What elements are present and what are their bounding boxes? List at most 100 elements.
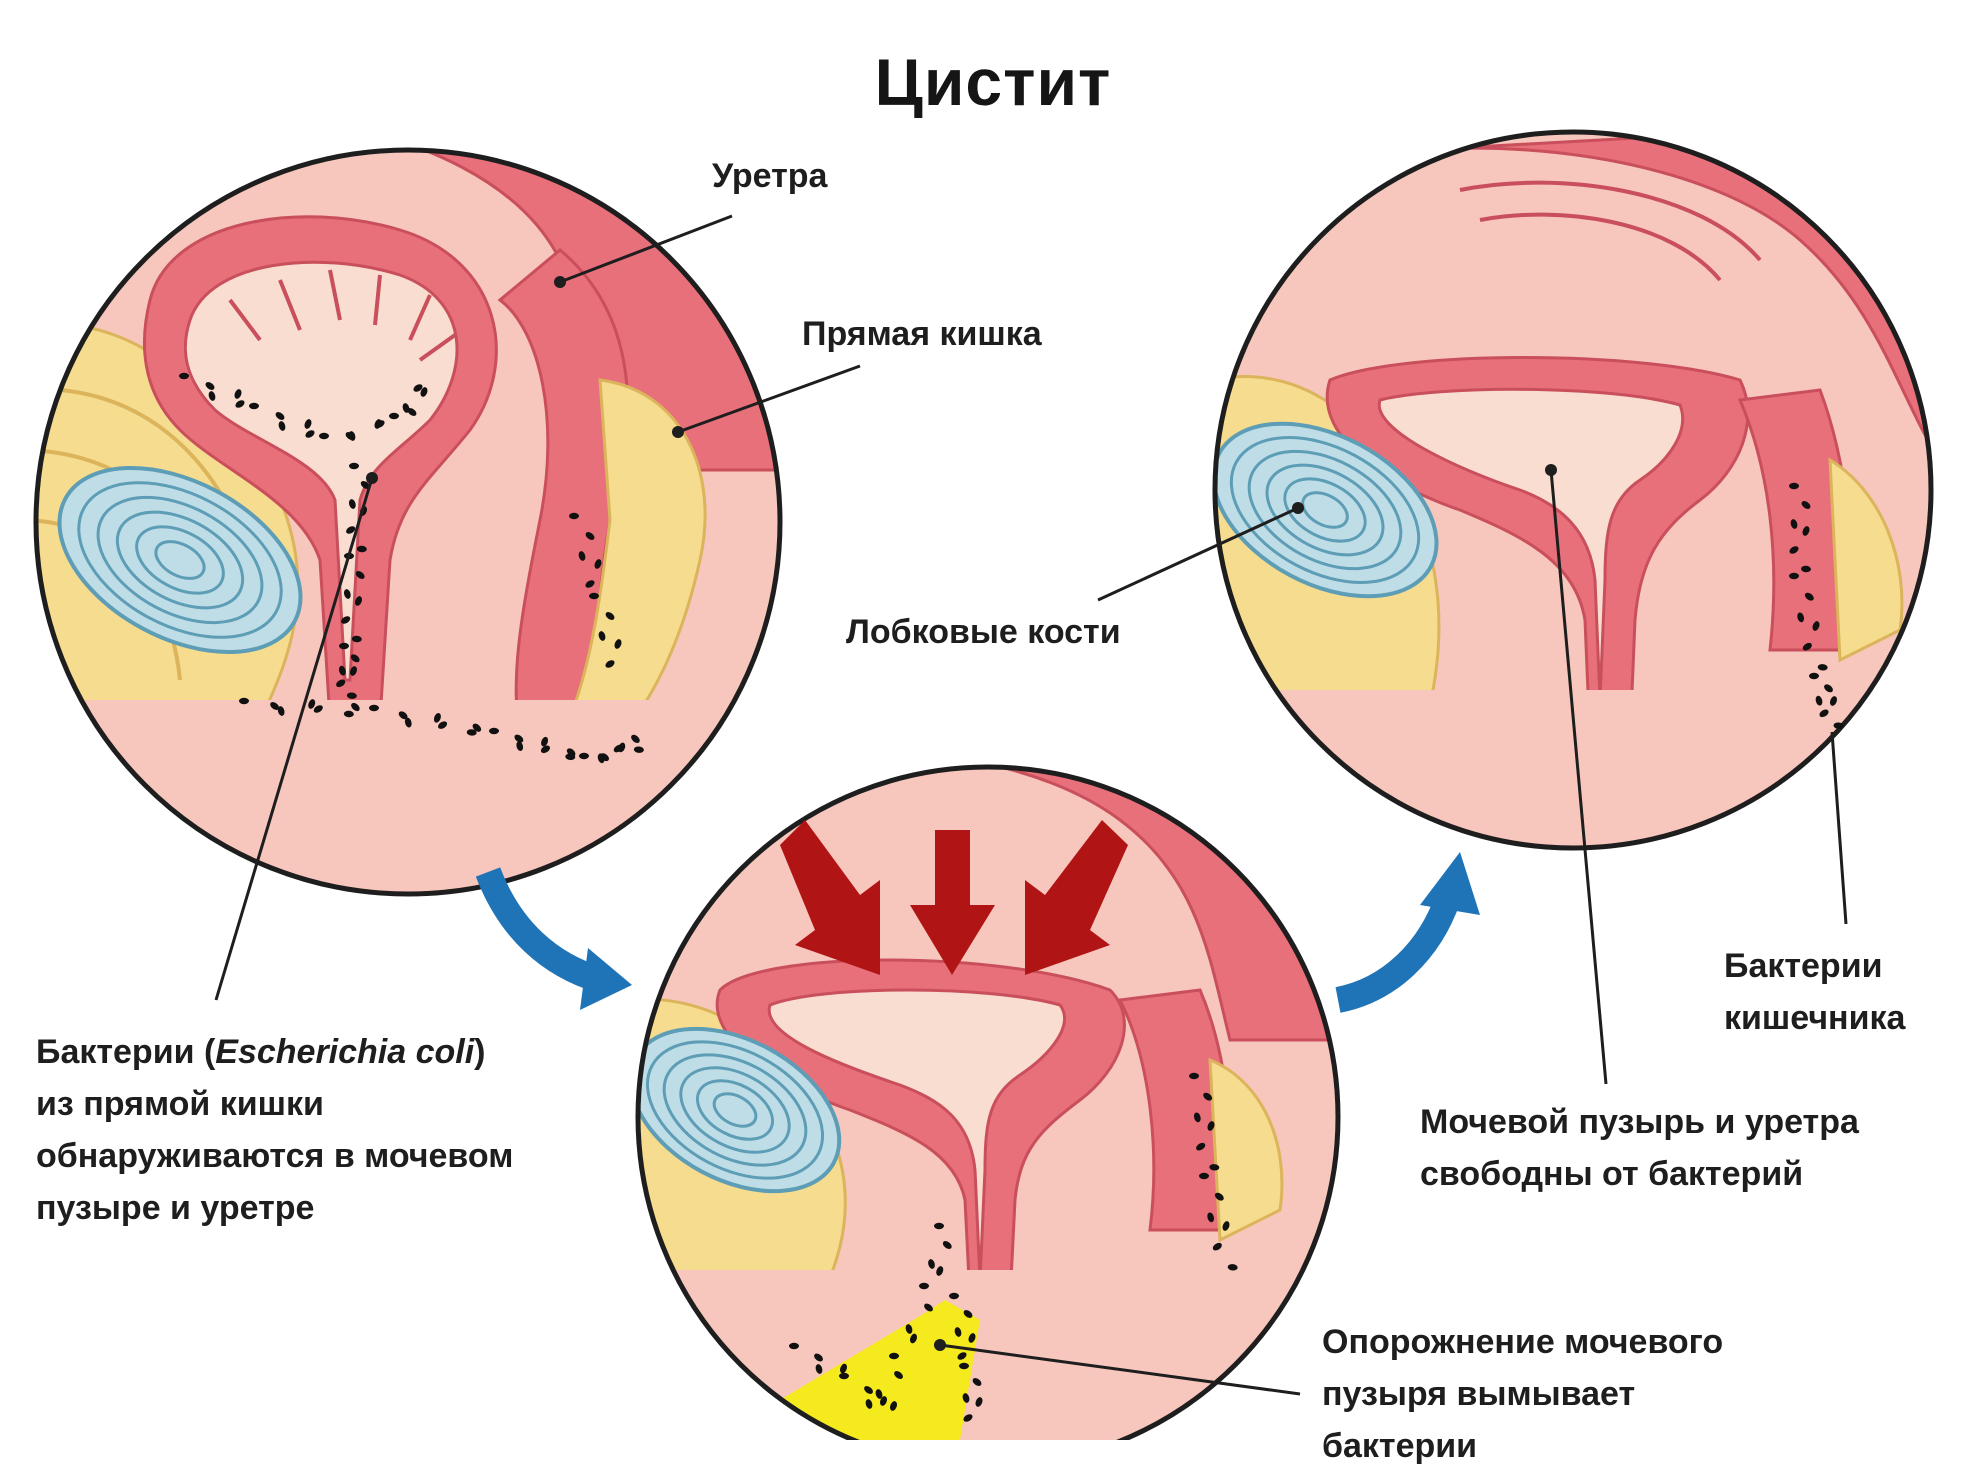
bacterium (343, 710, 354, 718)
bacterium (1801, 501, 1811, 509)
bacterium (975, 1397, 983, 1407)
label-bacteria-species: Escherichia coli (215, 1033, 475, 1071)
bacterium (466, 729, 477, 736)
bacterium (889, 1352, 899, 1360)
bacterium (179, 372, 189, 380)
bacterium (356, 545, 367, 553)
leader-bladder-clear (1549, 469, 1608, 1085)
bone-ring (1247, 449, 1403, 571)
bacterium (942, 1241, 952, 1249)
bacterium (319, 432, 329, 440)
bacterium (249, 402, 259, 410)
bacterium (1833, 722, 1844, 729)
bone-ring (135, 525, 225, 595)
leader-rectum (677, 364, 861, 434)
bacterium (924, 1303, 933, 1312)
bacterium (1209, 1164, 1220, 1171)
label-intestinal-line2: кишечника (1724, 999, 1906, 1037)
bacterium (875, 1389, 883, 1399)
bacterium (413, 384, 423, 392)
bacterium (605, 660, 615, 668)
panel-infected (33, 147, 783, 897)
bacterium (1817, 664, 1828, 671)
bacterium (1199, 1172, 1209, 1180)
label-bacteria-suffix: ) (474, 1033, 486, 1071)
panel-infected-anatomy (36, 150, 780, 894)
bacterium (613, 744, 623, 753)
bacterium (349, 462, 359, 470)
bacterium (339, 642, 349, 650)
bacterium (308, 699, 316, 709)
bacterium (957, 1352, 967, 1360)
bacterium (540, 745, 550, 754)
bacterium (1203, 1092, 1213, 1101)
bacterium (880, 1396, 887, 1406)
label-pubic-bones: Лобковые кости (846, 613, 1121, 651)
bacterium (516, 741, 524, 752)
bacterium (1227, 1264, 1238, 1271)
bacterium (589, 592, 599, 600)
bacterium (840, 1363, 847, 1374)
pressure-arrow-left (780, 820, 880, 975)
bacterium (1214, 1192, 1224, 1201)
bacterium (1790, 519, 1798, 529)
bacterium (346, 526, 356, 534)
label-rectum: Прямая кишка (802, 315, 1042, 353)
bacterium (438, 721, 448, 729)
diagram-title: Цистит (874, 45, 1112, 119)
bacterium (631, 734, 640, 743)
bone-ring (1301, 491, 1349, 529)
bacterium (1804, 592, 1814, 601)
leader-pubic-bones (1097, 506, 1299, 602)
bacteria-cluster-infected (179, 372, 644, 764)
bacterium (1207, 1121, 1215, 1131)
bacterium (1789, 546, 1799, 554)
bacterium (343, 589, 351, 599)
bacterium (304, 419, 312, 429)
bacterium (278, 421, 286, 431)
bacterium (398, 711, 408, 720)
bone-ring (1229, 436, 1421, 584)
bacterium (1830, 696, 1837, 706)
panel-emptying-border (635, 764, 1341, 1440)
bacterium (905, 1324, 913, 1334)
label-urethra: Уретра (712, 157, 828, 195)
bacterium (336, 679, 346, 688)
label-emptying-line2: пузыря вымывает (1322, 1375, 1636, 1413)
bacterium (472, 723, 482, 732)
label-bladder-clear-line1: Мочевой пузырь и уретра (1420, 1103, 1859, 1141)
panel-emptying-anatomy (638, 767, 1338, 1440)
callout-lines (214, 214, 1848, 1396)
flow-arrow-b-to-c (1335, 852, 1480, 1013)
panel-emptying (635, 764, 1341, 1440)
bacterium (355, 571, 365, 579)
bacterium (934, 1222, 944, 1230)
bacterium (839, 1372, 849, 1380)
bacterium (1797, 612, 1805, 623)
label-bacteria-line2: из прямой кишки (36, 1085, 324, 1123)
bacterium (205, 382, 215, 390)
bone-ring (115, 510, 245, 610)
bacterium (433, 713, 441, 723)
bacterium (348, 431, 356, 441)
bacterium (234, 389, 242, 399)
bacterium (865, 1399, 873, 1409)
bacterium (275, 412, 285, 420)
bacterium (402, 403, 410, 413)
bacterium (972, 1378, 982, 1386)
leader-emptying (939, 1343, 1301, 1396)
leader-intestinal-bacteria (1830, 731, 1848, 925)
pressure-arrows (780, 820, 1128, 975)
label-bacteria-prefix: Бактерии ( (36, 1033, 216, 1071)
bacterium (1193, 1112, 1201, 1123)
label-bladder-clear: Мочевой пузырь и уретра свободны от бакт… (1420, 1096, 1859, 1200)
bacterium (890, 1401, 897, 1411)
label-bladder-clear-line2: свободны от бактерий (1420, 1155, 1804, 1193)
bacterium (277, 706, 285, 716)
bacterium (239, 697, 249, 705)
diagram-stage: Цистит (33, 45, 1934, 1465)
bacterium (350, 666, 357, 676)
bacterium (614, 639, 622, 649)
bacterium (578, 551, 586, 561)
bone-ring (96, 495, 264, 625)
